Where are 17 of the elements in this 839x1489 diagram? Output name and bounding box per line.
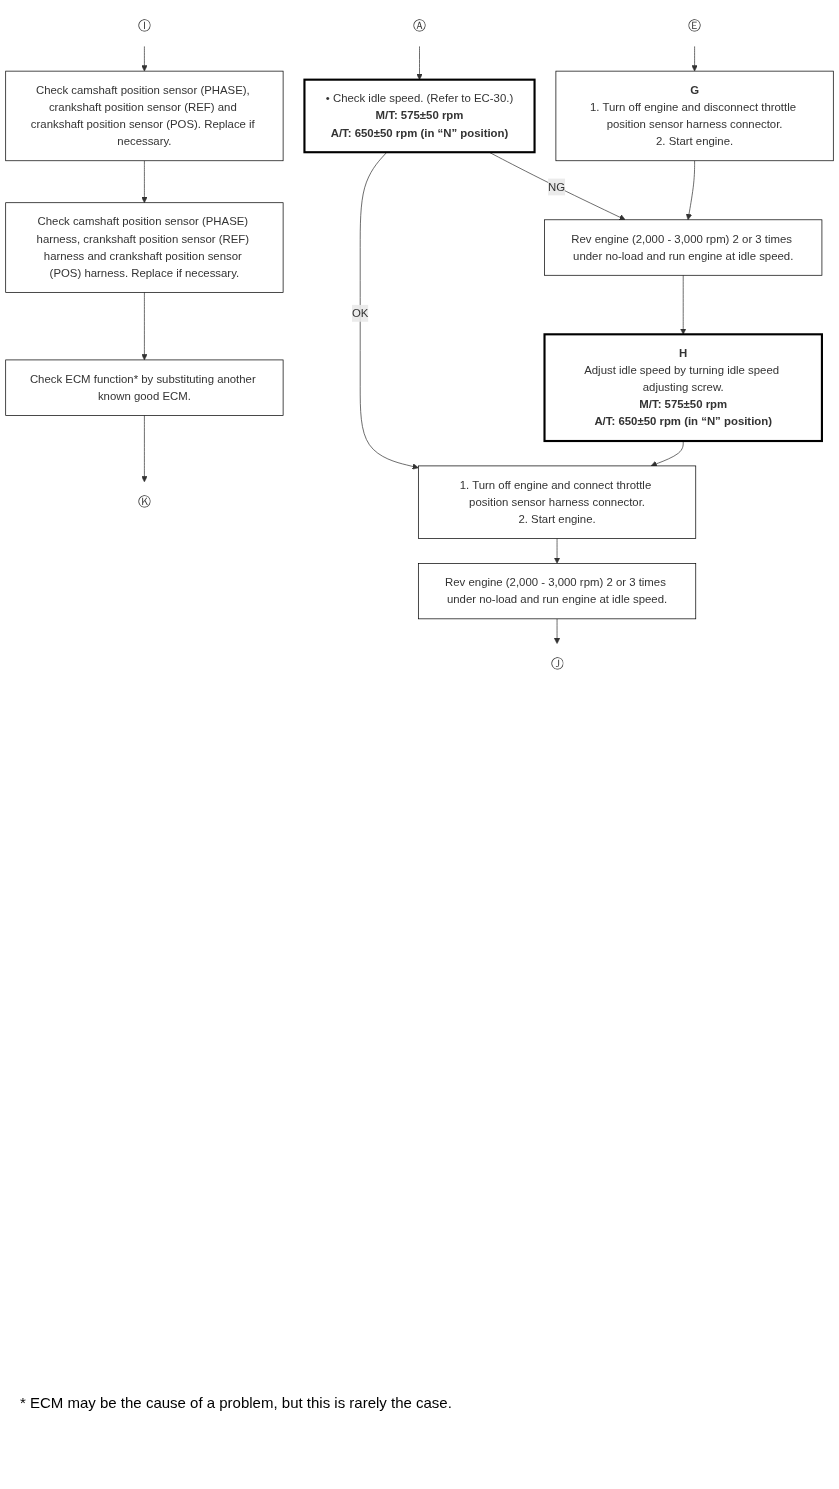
node-text: Ⓙ — [550, 656, 564, 671]
node-box: Check ECM function* by substituting another known good ECM. — [5, 359, 284, 416]
node-box: • Check idle speed. (Refer to EC-30.) M/T: 575±50 rpm A/T: 650±50 rpm (in “N” position) — [303, 78, 536, 154]
footnote: * ECM may be the cause of a problem, but this is rarely the case. — [20, 1394, 452, 1411]
node-text: Ⓘ — [138, 18, 151, 33]
node-box: Rev engine (2,000 - 3,000 rpm) 2 or 3 times under no-load and run engine at idle speed. — [544, 219, 823, 276]
edge-label: OK — [351, 306, 369, 320]
node-box: Rev engine (2,000 - 3,000 rpm) 2 or 3 times under no-load and run engine at idle speed. — [418, 563, 697, 620]
edge-label: NG — [548, 180, 566, 193]
node-box: Check camshaft position sensor (PHASE), crankshaft position sensor (REF) and crankshaft position sensor (POS). Replace if necessary. — [5, 70, 284, 162]
node-box: Check camshaft position sensor (PHASE) harness, crankshaft position sensor (REF) harness and crankshaft position sensor (POS) harness. Replace if necessary. — [5, 202, 284, 293]
node-text: Ⓚ — [138, 494, 151, 509]
node-text: Ⓐ — [413, 18, 426, 33]
node-text: Ⓔ — [688, 18, 701, 33]
node-box: G 1. Turn off engine and disconnect throttle position sensor harness connector. 2. Start engine. — [555, 70, 834, 162]
node-box: 1. Turn off engine and connect throttle position sensor harness connector. 2. Start engine. — [418, 465, 697, 539]
node-box: H Adjust idle speed by turning idle speed adjusting screw. M/T: 575±50 rpm A/T: 650±50 rpm (in “N” position) — [543, 333, 823, 443]
